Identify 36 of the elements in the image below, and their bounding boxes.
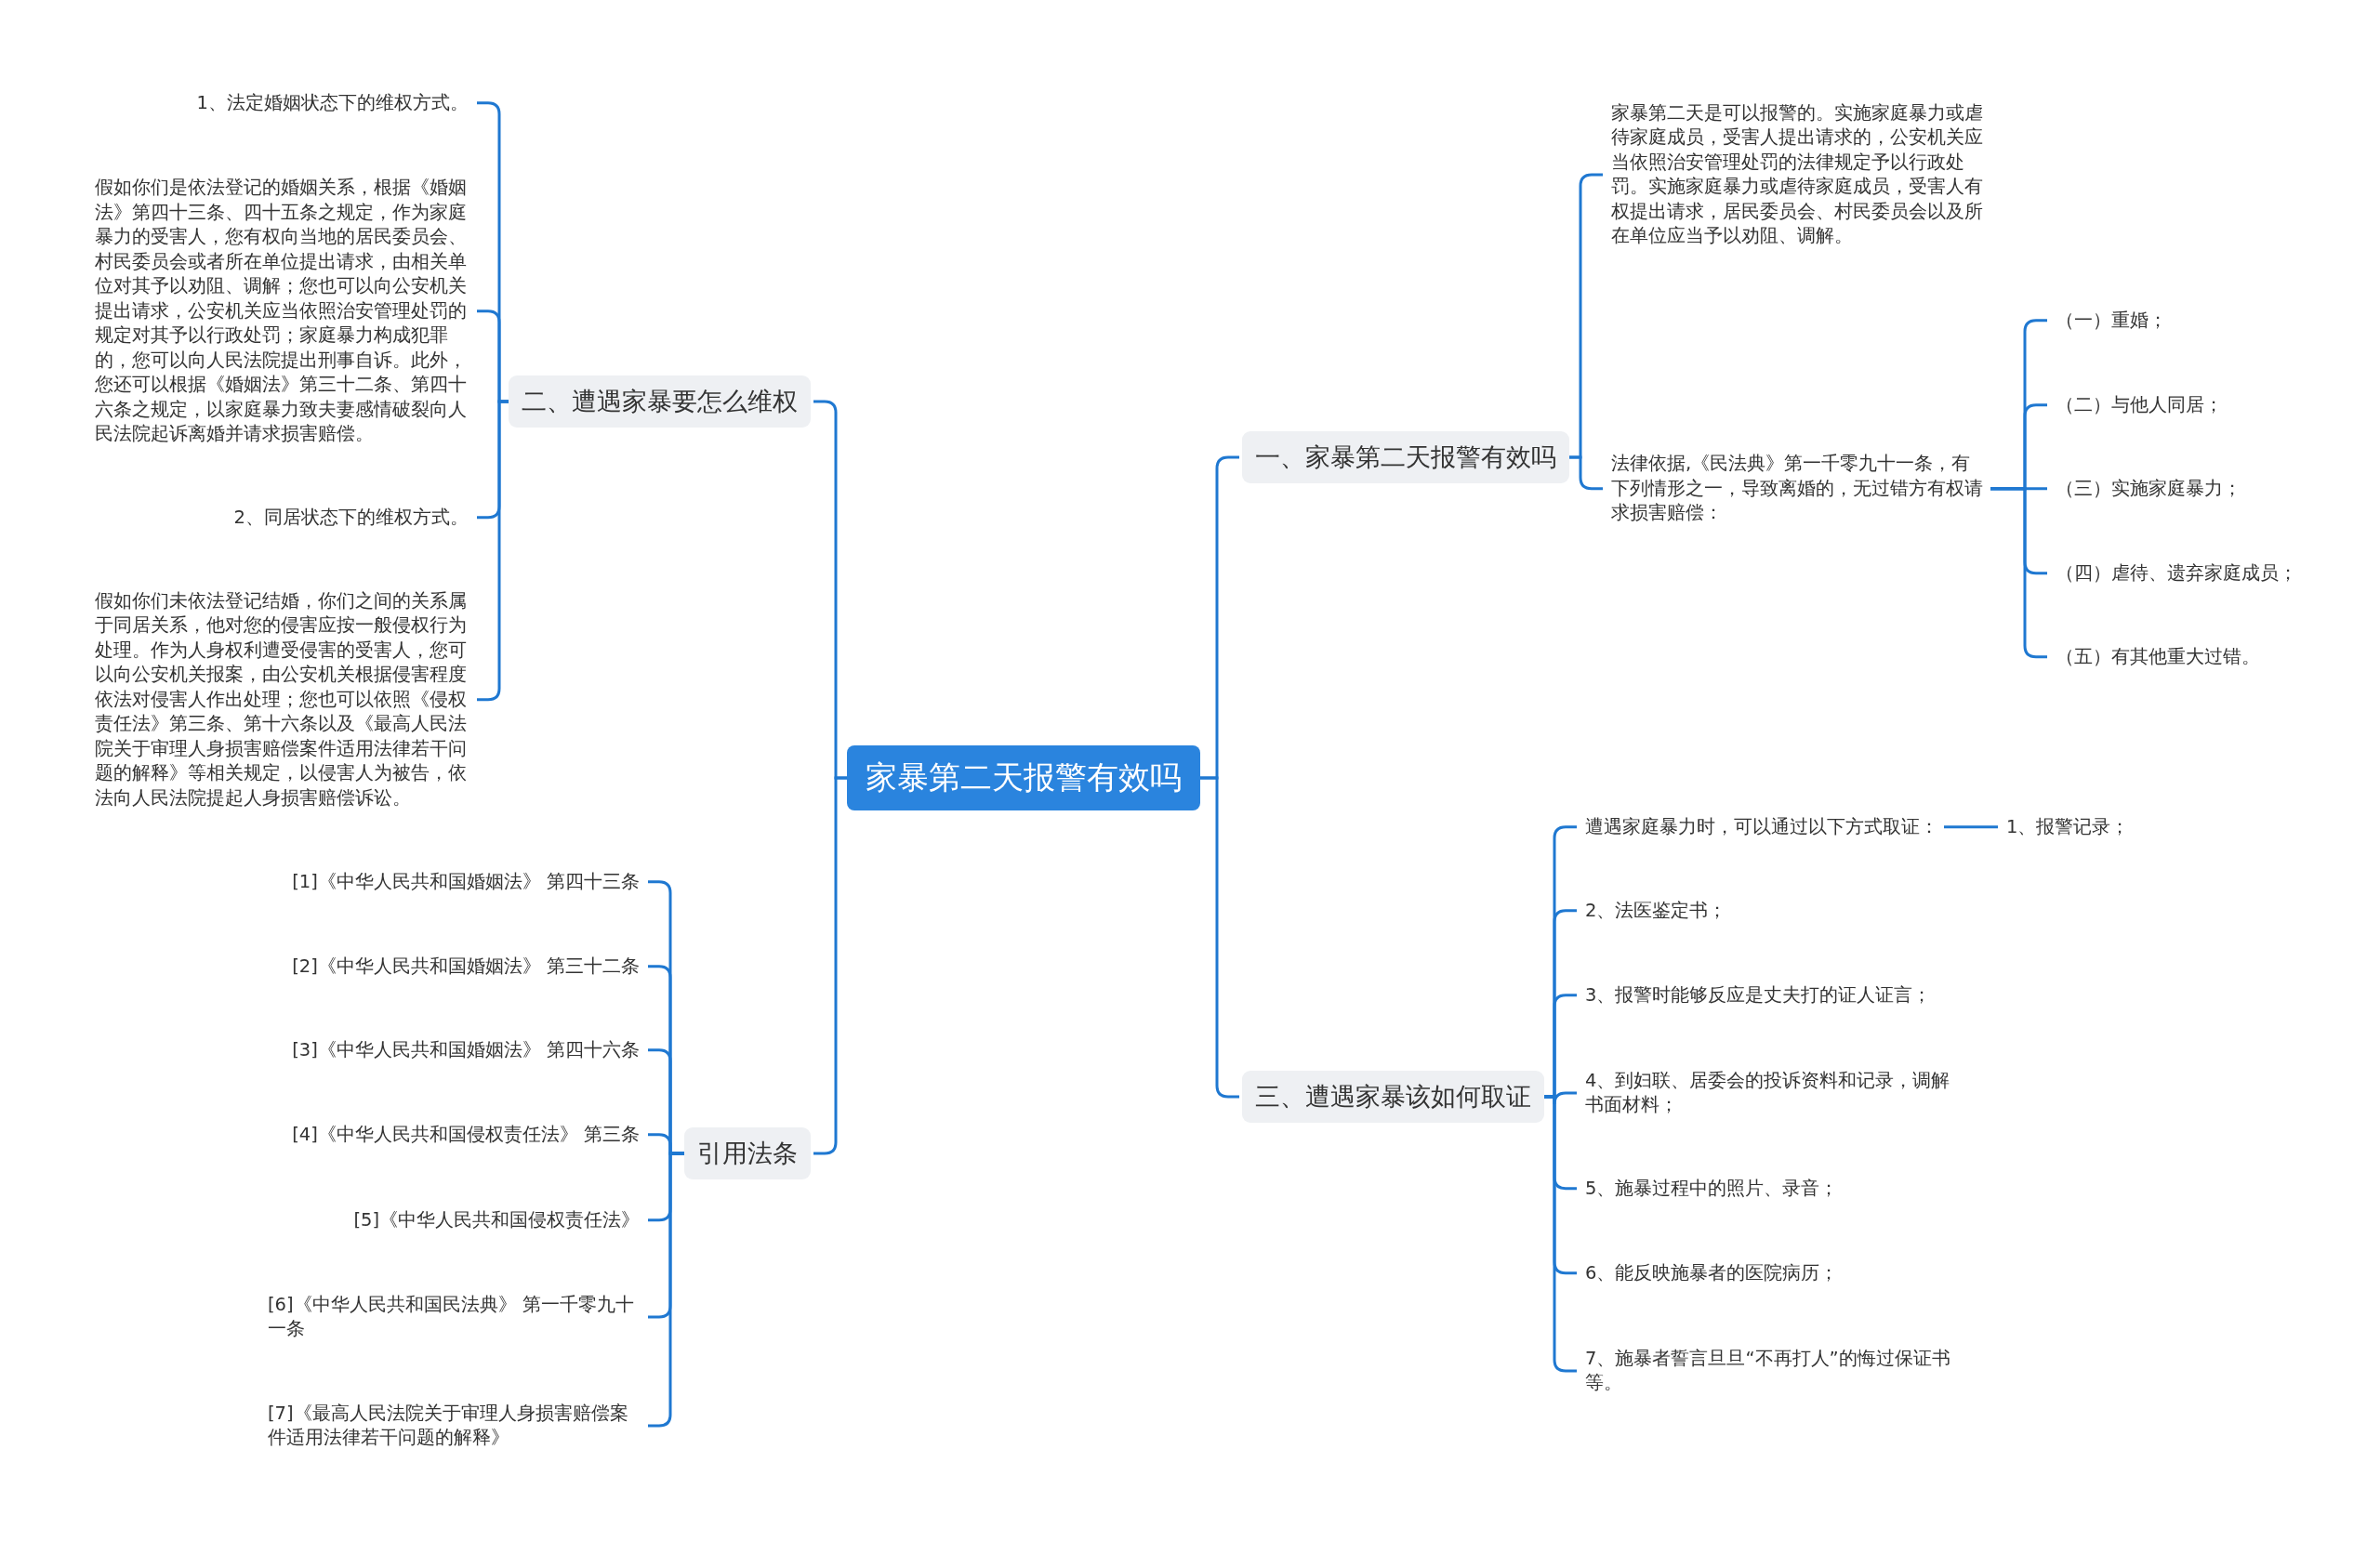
topic-box: 二、遭遇家暴要怎么维权 <box>509 375 811 428</box>
subtopic-text: 4、到妇联、居委会的投诉资料和记录，调解书面材料； <box>1580 1068 1964 1118</box>
subtopic-text: 6、能反映施暴者的医院病历； <box>1580 1260 1844 1285</box>
connector-line <box>813 776 847 1155</box>
topic-box: 一、家暴第二天报警有效吗 <box>1242 431 1569 483</box>
connector-line <box>1200 776 1239 1099</box>
topic-box: 引用法条 <box>684 1127 811 1179</box>
subtopic-text: 3、报警时能够反应是丈夫打的证人证言； <box>1580 982 1937 1008</box>
subtopic-text: 假如你们未依法登记结婚，你们之间的关系属于同居关系，他对您的侵害应按一般侵权行为处理。作为人身权利遭受侵害的受害人，您可以向公安机关报案，由公安机关根据侵害程度依法对侵害人作出处理；您也可以依照《侵权责任法》第三条、第十六条以及《最高人民法院关于审理人身损害赔偿案件适用法律若干问题的解释》等相关规定，以侵害人为被告，依法向人民法院提起人身损害赔偿诉讼。 <box>89 588 474 810</box>
connector-line <box>1569 455 1603 491</box>
subtopic-text: [2]《中华人民共和国婚姻法》 第三十二条 <box>286 954 645 979</box>
subtopic-text: 5、施暴过程中的照片、录音； <box>1580 1176 1844 1201</box>
subtopic-text: 法律依据,《民法典》第一千零九十一条，有下列情形之一，导致离婚的，无过错方有权请求损害赔偿： <box>1606 452 1990 526</box>
subtopic-text: （一）重婚； <box>2050 308 2173 333</box>
subtopic-text: [4]《中华人民共和国侵权责任法》 第三条 <box>286 1122 645 1147</box>
subtopic-text: 7、施暴者誓言旦旦“不再打人”的悔过保证书等。 <box>1580 1346 1964 1396</box>
connector-line <box>1990 487 2047 659</box>
central-topic-box: 家暴第二天报警有效吗 <box>847 745 1200 810</box>
subtopic-text: [5]《中华人民共和国侵权责任法》 <box>348 1207 645 1232</box>
subtopic-text: 1、法定婚姻状态下的维权方式。 <box>191 90 474 115</box>
subtopic-text: [3]《中华人民共和国婚姻法》 第四十六条 <box>286 1037 645 1062</box>
subtopic-text: 遭遇家庭暴力时，可以通过以下方式取证： <box>1580 814 1944 839</box>
subtopic-text: 家暴第二天是可以报警的。实施家庭暴力或虐待家庭成员，受害人提出请求的，公安机关应当依照治安管理处罚的法律规定予以行政处罚。实施家庭暴力或虐待家庭成员，受害人有权提出请求，居民委员会、村民委员会以及所在单位应当予以劝阻、调解。 <box>1606 100 1990 249</box>
subtopic-text: 1、报警记录； <box>2001 814 2135 839</box>
subtopic-text: [7]《最高人民法院关于审理人身损害赔偿案件适用法律若干问题的解释》 <box>262 1401 645 1451</box>
subtopic-text: [1]《中华人民共和国婚姻法》 第四十三条 <box>286 869 645 894</box>
subtopic-text: 2、同居状态下的维权方式。 <box>228 505 474 530</box>
subtopic-text: 假如你们是依法登记的婚姻关系，根据《婚姻法》第四十三条、四十五条之规定，作为家庭暴力的受害人，您有权向当地的居民委员会、村民委员会或者所在单位提出请求，由相关单位对其予以劝阻、调解；您也可以向公安机关提出请求，公安机关应当依照治安管理处罚的规定对其予以行政处罚；家庭暴力构成犯罪的，您可以向人民法院提出刑事自诉。此外，您还可以根据《婚姻法》第三十二条、第四十六条之规定，以家庭暴力致夫妻感情破裂向人民法院起诉离婚并请求损害赔偿。 <box>89 176 474 447</box>
connector-line <box>1944 825 1998 829</box>
subtopic-text: [6]《中华人民共和国民法典》 第一千零九十一条 <box>262 1292 645 1342</box>
subtopic-text: 2、法医鉴定书； <box>1580 898 1733 923</box>
topic-box: 三、遭遇家暴该如何取证 <box>1242 1071 1544 1123</box>
subtopic-text: （五）有其他重大过错。 <box>2050 644 2266 669</box>
subtopic-text: （四）虐待、遗弃家庭成员； <box>2050 560 2303 586</box>
subtopic-text: （二）与他人同居； <box>2050 392 2228 417</box>
subtopic-text: （三）实施家庭暴力； <box>2050 476 2247 501</box>
